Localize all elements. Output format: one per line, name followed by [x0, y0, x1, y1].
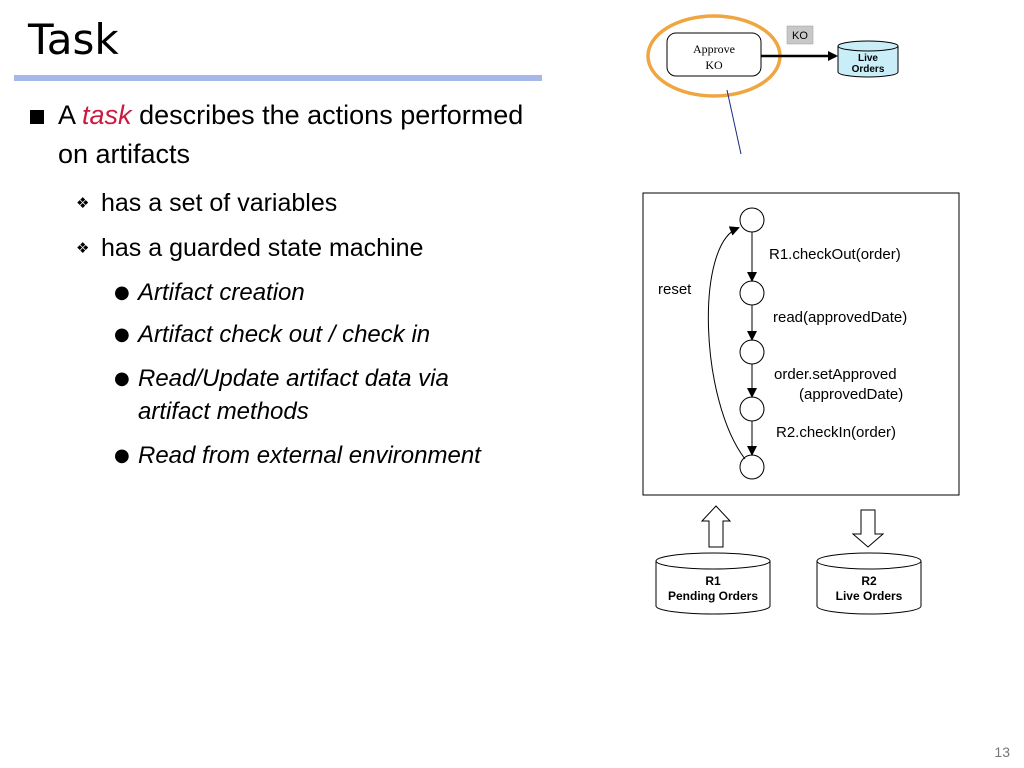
- callout-line: [726, 89, 742, 155]
- repo-r2-label-line1: R2: [861, 574, 877, 588]
- bullet-list: A task describes the actions performed o…: [0, 0, 660, 520]
- subsub-bullet-creation: Artifact creation: [138, 279, 305, 306]
- reset-loop-arrow: [707, 226, 746, 460]
- pending-orders-repo-cylinder: [655, 552, 771, 615]
- subsub-bullet-external: Read from external environment: [138, 442, 481, 469]
- subsub-bullet-read-update: Read/Update artifact data via: [138, 365, 449, 392]
- reset-label: reset: [658, 281, 692, 298]
- top-workflow-diagram: Approve KO KO Live Orders: [646, 14, 899, 155]
- slide-title: Task: [28, 15, 119, 64]
- sub-bullet-state-machine: has a guarded state machine: [101, 234, 424, 262]
- state-machine-frame: [642, 192, 960, 496]
- transition-label: read(approvedDate): [773, 309, 907, 326]
- state-node: [739, 396, 765, 422]
- state-machine-diagram: reset R1.checkOut(order) read(approvedDa…: [642, 192, 960, 496]
- main-bullet-prefix: A: [58, 100, 83, 130]
- live-orders-repo-cylinder: [837, 40, 899, 78]
- repo-r2-label-line2: Live Orders: [836, 589, 903, 603]
- main-bullet-line2: on artifacts: [58, 139, 191, 169]
- title-underline: [14, 75, 542, 81]
- state-node: [739, 339, 765, 365]
- state-node: [739, 454, 765, 480]
- transition-label: R1.checkOut(order): [769, 246, 901, 263]
- state-node: [739, 207, 765, 233]
- main-bullet-line1-rest: describes the actions performed: [131, 100, 524, 130]
- up-flow-arrow-icon: [700, 505, 732, 548]
- subsub-bullet-checkout: Artifact check out / check in: [138, 321, 431, 348]
- live-orders-r2-repo-cylinder: [816, 552, 922, 615]
- diamond-bullet-icon: ❖: [76, 239, 90, 257]
- transition-label: R2.checkIn(order): [776, 424, 896, 441]
- repo-r1-label-line2: Pending Orders: [668, 589, 758, 603]
- main-bullet: A task describes the actions performed o…: [58, 96, 658, 174]
- transition-label: (approvedDate): [799, 386, 903, 403]
- down-flow-arrow-icon: [851, 509, 885, 548]
- slide-number: 13: [994, 744, 1010, 760]
- repo-label-line1: Live: [858, 53, 878, 64]
- dot-bullet-icon: ●: [114, 445, 130, 466]
- subsub-bullet-read-update-cont: artifact methods: [138, 398, 309, 425]
- ko-edge-label-box: [786, 25, 814, 45]
- task-label-line1: Approve: [693, 42, 735, 56]
- repo-r1-label-line1: R1: [705, 574, 721, 588]
- diamond-bullet-icon: ❖: [76, 194, 90, 212]
- ko-edge-label: KO: [792, 30, 808, 42]
- square-bullet-icon: [30, 110, 44, 124]
- task-label-line2: KO: [705, 58, 723, 72]
- approve-ko-task-box: [666, 32, 762, 77]
- state-node: [739, 280, 765, 306]
- dot-bullet-icon: ●: [114, 368, 130, 389]
- dot-bullet-icon: ●: [114, 282, 130, 303]
- transition-label: order.setApproved: [774, 366, 897, 383]
- repo-label-line2: Orders: [852, 64, 885, 75]
- task-keyword: task: [82, 100, 132, 130]
- dot-bullet-icon: ●: [114, 324, 130, 345]
- sub-bullet-variables: has a set of variables: [101, 189, 338, 217]
